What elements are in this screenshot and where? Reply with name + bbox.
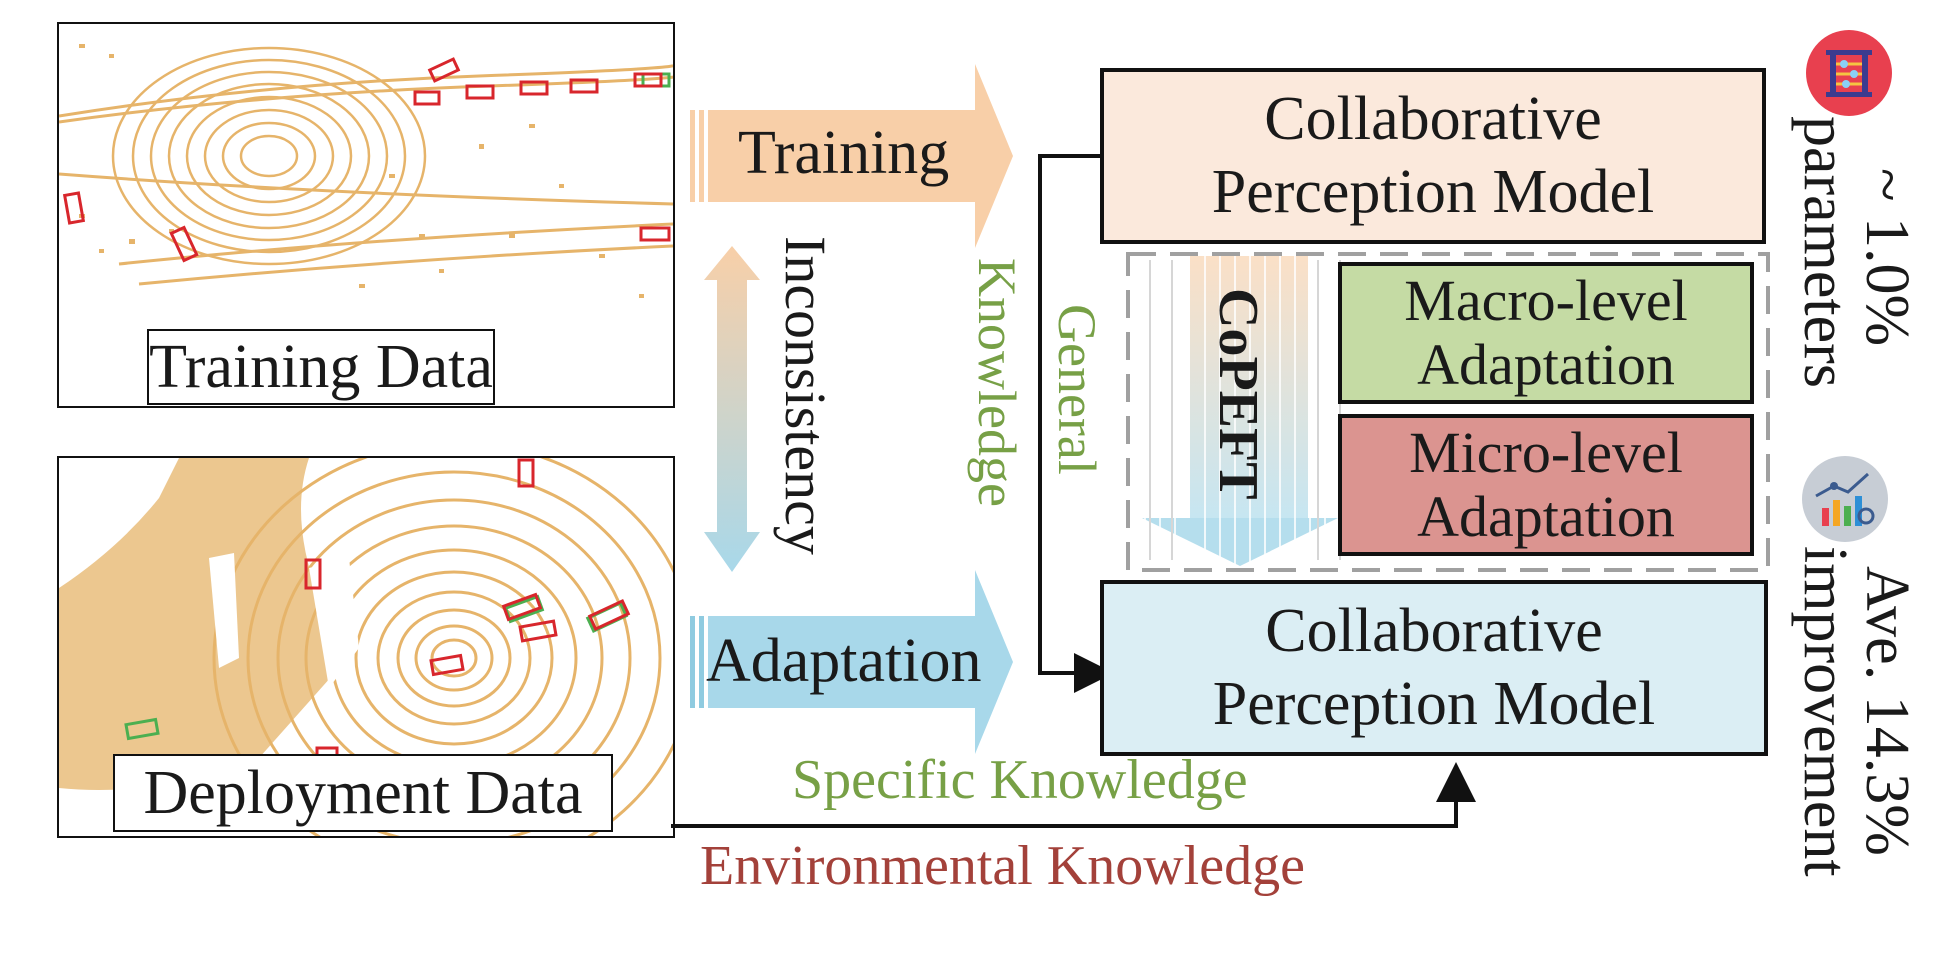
- training-point-cloud: [59, 44, 673, 298]
- collaborative-perception-model-source: Collaborative Perception Model: [1100, 68, 1766, 244]
- copeft-down-arrow: [1142, 256, 1341, 566]
- adaptation-arrow: [690, 570, 1013, 754]
- training-data-panel: Training Data: [57, 22, 675, 408]
- detection-boxes: [124, 458, 631, 760]
- micro-level-adaptation-box: Micro-level Adaptation: [1338, 414, 1754, 556]
- copeft-module-border: [1126, 252, 1770, 572]
- model-title-line1: Collaborative: [1265, 596, 1603, 665]
- lidar-shadow: [209, 553, 359, 688]
- macro-level-adaptation-box: Macro-level Adaptation: [1338, 262, 1754, 404]
- general-knowledge-label-knowledge: Knowledge: [967, 258, 1027, 507]
- abacus-icon: [1806, 30, 1892, 116]
- inconsistency-label: Inconsistency: [773, 236, 838, 555]
- macro-label-line2: Adaptation: [1417, 332, 1675, 397]
- collaborative-perception-model-target: Collaborative Perception Model: [1100, 580, 1768, 756]
- specific-knowledge-label: Specific Knowledge: [792, 749, 1248, 811]
- general-knowledge-label-general: General: [1047, 304, 1107, 475]
- dense-point-region: [59, 458, 339, 790]
- environmental-knowledge-label: Environmental Knowledge: [700, 835, 1305, 897]
- deployment-point-cloud: [59, 458, 673, 836]
- general-knowledge-connector: [1038, 154, 1114, 693]
- micro-label-line2: Adaptation: [1417, 484, 1675, 549]
- macro-label-line1: Macro-level: [1404, 268, 1688, 334]
- training-arrow: [690, 64, 1013, 248]
- parameters-value: ~ 1.0%: [1853, 168, 1921, 347]
- environmental-knowledge-connector: [671, 762, 1476, 828]
- analytics-chart-icon: [1802, 456, 1888, 542]
- training-arrow-label: Training: [738, 119, 950, 187]
- adaptation-arrow-label: Adaptation: [706, 627, 982, 695]
- model-title-line2: Perception Model: [1212, 670, 1656, 738]
- improvement-value: Ave. 14.3%: [1853, 566, 1921, 856]
- parameters-label: parameters: [1791, 116, 1859, 388]
- lidar-rings: [111, 46, 427, 266]
- deployment-data-panel: Deployment Data: [57, 456, 675, 838]
- detection-boxes: [62, 57, 671, 263]
- copeft-label: CoPEFT: [1207, 288, 1269, 500]
- model-title-line2: Perception Model: [1211, 158, 1655, 226]
- inconsistency-double-arrow: [704, 246, 760, 572]
- deployment-data-caption: Deployment Data: [113, 754, 613, 832]
- model-title-line1: Collaborative: [1264, 84, 1602, 153]
- training-data-caption: Training Data: [147, 329, 495, 405]
- improvement-label: improvement: [1791, 546, 1859, 877]
- micro-label-line1: Micro-level: [1409, 420, 1683, 486]
